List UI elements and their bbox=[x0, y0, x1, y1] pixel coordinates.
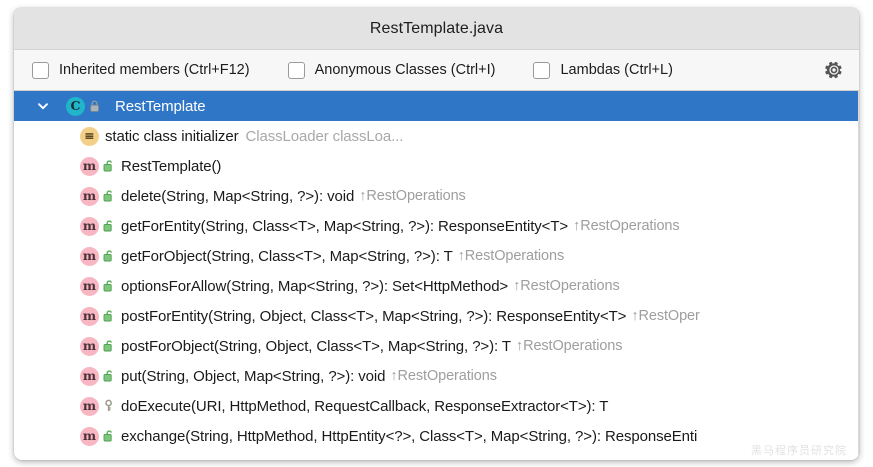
structure-tree[interactable]: C RestTemplate ≡ static class initializer Cl… bbox=[14, 91, 859, 460]
row-icons: m bbox=[80, 306, 115, 326]
tree-row[interactable]: m doExecute(URI, HttpMethod, RequestCallb… bbox=[14, 391, 859, 421]
unlocked-public-icon bbox=[102, 189, 115, 204]
checkbox-anonymous-classes[interactable] bbox=[287, 61, 305, 79]
method-icon: m bbox=[80, 396, 99, 416]
tree-row[interactable]: m RestTemplate() bbox=[14, 151, 859, 181]
method-icon: m bbox=[80, 216, 99, 236]
tree-row[interactable]: m postForEntity(String, Object, Class<T>,… bbox=[14, 301, 859, 331]
unlocked-public-icon bbox=[102, 429, 115, 444]
tree-row[interactable]: ≡ static class initializer ClassLoader cla… bbox=[14, 121, 859, 151]
tree-row[interactable]: m optionsForAllow(String, Map<String, ?>)… bbox=[14, 271, 859, 301]
tree-row-label: optionsForAllow(String, Map<String, ?>):… bbox=[121, 277, 509, 295]
tree-row-selected[interactable]: C RestTemplate bbox=[14, 91, 859, 121]
page-title: RestTemplate.java bbox=[369, 19, 504, 37]
unlocked-public-icon bbox=[102, 249, 115, 264]
tree-row-implements: ↑RestOperations bbox=[513, 278, 620, 294]
popup-titlebar: RestTemplate.java bbox=[14, 8, 859, 50]
method-icon: m bbox=[80, 336, 99, 356]
tree-row-label: put(String, Object, Map<String, ?>): voi… bbox=[121, 367, 386, 385]
method-icon: m bbox=[80, 156, 99, 176]
row-icons: m bbox=[80, 336, 115, 356]
filter-lambdas[interactable]: Lambdas (Ctrl+L) bbox=[533, 61, 673, 79]
row-icons: m bbox=[80, 276, 115, 296]
tree-row-label: static class initializer bbox=[105, 127, 239, 145]
lock-icon bbox=[88, 99, 101, 114]
tree-row-implements: ↑RestOper bbox=[631, 308, 700, 324]
tree-row[interactable]: m getForObject(String, Class<T>, Map<Stri… bbox=[14, 241, 859, 271]
checkbox-inherited-members[interactable] bbox=[32, 61, 49, 79]
gear-icon[interactable] bbox=[823, 59, 845, 81]
row-icons: m bbox=[80, 246, 115, 266]
key-protected-icon bbox=[102, 399, 115, 414]
tree-row[interactable]: m postForObject(String, Object, Class<T>,… bbox=[14, 331, 859, 361]
tree-row-implements: ↑RestOperations bbox=[390, 368, 497, 384]
watermark: 黑马程序员研究院 bbox=[751, 445, 847, 457]
method-icon: m bbox=[80, 426, 99, 446]
row-icons: C bbox=[66, 96, 101, 116]
tree-row-implements: ↑RestOperations bbox=[573, 218, 680, 234]
row-icons: ≡ bbox=[80, 126, 99, 146]
tree-row-label: RestTemplate() bbox=[121, 157, 222, 175]
unlocked-public-icon bbox=[102, 309, 115, 324]
unlocked-public-icon bbox=[102, 369, 115, 384]
filter-anonymous-classes[interactable]: Anonymous Classes (Ctrl+I) bbox=[287, 61, 496, 79]
unlocked-public-icon bbox=[102, 159, 115, 174]
tree-row-implements: ↑RestOperations bbox=[359, 188, 466, 204]
tree-row[interactable]: m getForEntity(String, Class<T>, Map<Stri… bbox=[14, 211, 859, 241]
tree-row[interactable]: m put(String, Object, Map<String, ?>): vo… bbox=[14, 361, 859, 391]
tree-row-label: doExecute(URI, HttpMethod, RequestCallba… bbox=[121, 397, 609, 415]
class-icon: C bbox=[66, 96, 85, 116]
row-icons: m bbox=[80, 156, 115, 176]
tree-row-label: exchange(String, HttpMethod, HttpEntity<… bbox=[121, 427, 698, 445]
filter-label: Lambdas (Ctrl+L) bbox=[560, 62, 673, 78]
filter-toolbar: Inherited members (Ctrl+F12) Anonymous Cl… bbox=[14, 50, 859, 91]
row-icons: m bbox=[80, 186, 115, 206]
tree-row-label: RestTemplate bbox=[115, 97, 206, 115]
filter-label: Anonymous Classes (Ctrl+I) bbox=[314, 62, 496, 78]
row-icons: m bbox=[80, 366, 115, 386]
row-icons: m bbox=[80, 396, 115, 416]
tree-row-implements: ↑RestOperations bbox=[515, 338, 623, 354]
tree-right-divider bbox=[858, 91, 859, 460]
row-icons: m bbox=[80, 426, 115, 446]
method-icon: m bbox=[80, 306, 99, 326]
filter-label: Inherited members (Ctrl+F12) bbox=[59, 62, 250, 78]
unlocked-public-icon bbox=[102, 219, 115, 234]
method-icon: m bbox=[80, 246, 99, 266]
tree-row-label: getForEntity(String, Class<T>, Map<Strin… bbox=[121, 217, 569, 235]
row-icons: m bbox=[80, 216, 115, 236]
filter-inherited-members[interactable]: Inherited members (Ctrl+F12) bbox=[32, 61, 250, 79]
unlocked-public-icon bbox=[102, 279, 115, 294]
tree-row-implements: ↑RestOperations bbox=[457, 248, 565, 264]
tree-row-label: getForObject(String, Class<T>, Map<Strin… bbox=[121, 247, 453, 265]
tree-row[interactable]: m exchange(String, HttpMethod, HttpEntity… bbox=[14, 421, 859, 451]
method-icon: m bbox=[80, 186, 99, 206]
tree-row-detail: ClassLoader classLoa... bbox=[245, 127, 404, 145]
unlocked-public-icon bbox=[102, 339, 115, 354]
method-icon: m bbox=[80, 276, 99, 296]
chevron-down-icon[interactable] bbox=[30, 93, 56, 119]
checkbox-lambdas[interactable] bbox=[533, 61, 551, 79]
tree-row-label: postForEntity(String, Object, Class<T>, … bbox=[121, 307, 627, 325]
tree-row[interactable]: m delete(String, Map<String, ?>): void↑Re… bbox=[14, 181, 859, 211]
class-initializer-icon: ≡ bbox=[80, 126, 99, 146]
file-structure-popup: RestTemplate.java Inherited members (Ctr… bbox=[14, 8, 859, 460]
method-icon: m bbox=[80, 366, 99, 386]
tree-row-label: postForObject(String, Object, Class<T>, … bbox=[121, 337, 511, 355]
tree-row-label: delete(String, Map<String, ?>): void bbox=[121, 187, 355, 205]
